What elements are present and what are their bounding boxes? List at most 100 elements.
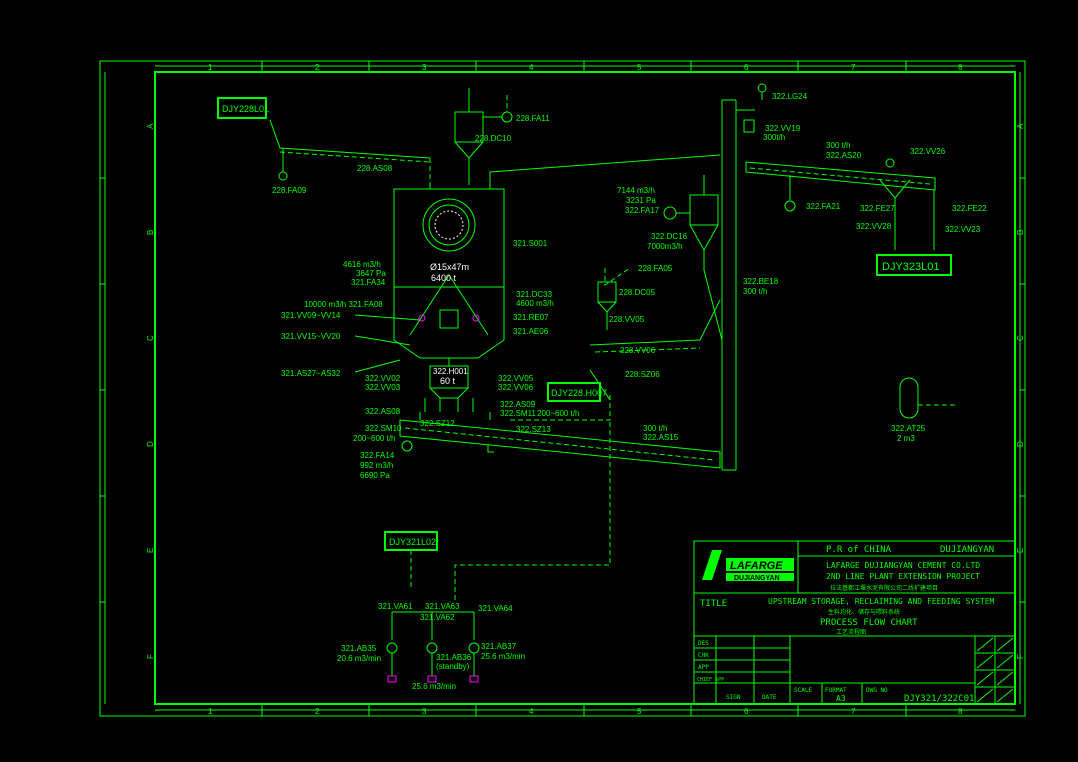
label-dc33a: 321.DC33: [516, 290, 553, 299]
col-label: 7: [851, 707, 856, 716]
tb-format-val: A3: [836, 694, 846, 703]
label-va62: 321.VA62: [420, 613, 455, 622]
tb-country: P.R of CHINA: [826, 545, 892, 555]
label-fa14a: 322.FA14: [360, 451, 395, 460]
tb-dwg: DWG NO: [866, 687, 888, 694]
label-dc16b: 7000m3/h: [647, 242, 683, 251]
label-silo-dim: Ø15x47m: [430, 262, 469, 272]
col-label: 6: [744, 707, 749, 716]
label-va61: 321.VA61: [378, 602, 413, 611]
label-vv19a: 322.VV19: [765, 124, 801, 133]
tag-djy321l02[interactable]: DJY321L02: [384, 531, 438, 551]
label-vv19b: 300t/h: [763, 133, 785, 142]
col-label: 8: [958, 707, 963, 716]
tb-title1: UPSTREAM STORAGE, RECLAIMING AND FEEDING…: [768, 597, 995, 606]
bin-322-h001: [424, 358, 474, 412]
label-fa14c: 6690 Pa: [360, 471, 390, 480]
label-be18a: 322.BE18: [743, 277, 779, 286]
air-tank-322-at25: [899, 377, 955, 419]
tag-djy228l01[interactable]: DJY228L01: [217, 97, 269, 119]
tb-title2: PROCESS FLOW CHART: [820, 618, 918, 628]
col-label: 1: [208, 707, 213, 716]
fan-322-fa14: [401, 440, 413, 452]
grid-rows: A B C D E F A B C D E F: [100, 123, 1025, 659]
label-va64: 321.VA64: [478, 604, 513, 613]
label-fa34b: 3647 Pa: [356, 269, 386, 278]
tb-title1-cn: 生料均化、储存与喂料系统: [828, 608, 900, 616]
signal-line: [410, 420, 611, 600]
label-fa14b: 992 m3/h: [360, 461, 393, 470]
tb-date: DATE: [762, 694, 777, 701]
label-ab35b: 20.6 m3/min: [337, 654, 381, 663]
row-label: F: [146, 654, 155, 659]
label-vv28: 322.VV28: [856, 222, 892, 231]
label-as20a: 300 t/h: [826, 141, 850, 150]
tb-project-cn: 拉法基都江堰水泥有限公司二线扩建项目: [830, 584, 938, 592]
tb-scale: SCALE: [794, 687, 812, 694]
tb-row-chief: CHIEF APP: [697, 677, 724, 683]
tb-sign: SIGN: [726, 694, 741, 701]
col-label: 8: [958, 63, 963, 72]
col-label: 7: [851, 63, 856, 72]
label-lg24: 322.LG24: [772, 92, 808, 101]
outer-frame: [99, 60, 1026, 717]
row-label: A: [1016, 123, 1025, 129]
label-228-fa11: 228.FA11: [516, 114, 550, 123]
col-label: 2: [315, 707, 320, 716]
svg-text:LAFARGE: LAFARGE: [730, 560, 783, 572]
tb-project: 2ND LINE PLANT EXTENSION PROJECT: [826, 572, 980, 581]
label-sm10: 322.SM10: [365, 424, 402, 433]
label-fa08: 10000 m3/h 321.FA08: [304, 300, 383, 309]
dust-collector-228-dc10: [454, 88, 513, 185]
svg-text:DJY323L01: DJY323L01: [882, 261, 940, 273]
label-sm11-rate: 200~600 t/h: [537, 409, 579, 418]
tb-format: FORMAT: [825, 687, 847, 694]
tag-djy323l01[interactable]: DJY323L01: [876, 254, 952, 276]
label-as15b: 322.AS15: [643, 433, 679, 442]
label-fa17c: 322.FA17: [625, 206, 660, 215]
tb-title2-cn: 工艺流程图: [836, 628, 866, 636]
label-as27: 321.AS27~AS32: [281, 369, 341, 378]
label-ab37a: 321.AB37: [481, 642, 517, 651]
label-fe27: 322.FE27: [860, 204, 895, 213]
tb-dwg-no: DJY321/322C01: [904, 694, 974, 704]
label-as20b: 322.AS20: [826, 151, 862, 160]
label-ae06: 321.AE06: [513, 327, 549, 336]
svg-text:DJY321L02: DJY321L02: [389, 537, 436, 547]
label-as09: 322.AS09: [500, 400, 536, 409]
tb-row-app: APP: [698, 664, 709, 671]
label-sz13: 322.SZ13: [516, 425, 551, 434]
label-vv02: 322.VV02: [365, 374, 401, 383]
col-label: 4: [529, 707, 534, 716]
row-label: E: [1016, 548, 1025, 553]
col-label: 5: [637, 63, 642, 72]
title-block: [693, 540, 1016, 705]
label-vv23: 322.VV23: [945, 225, 981, 234]
label-va63: 321.VA63: [425, 602, 460, 611]
label-vv06b: 228.VV06: [620, 346, 656, 355]
svg-text:DJY228L01: DJY228L01: [222, 104, 269, 114]
row-label: D: [146, 441, 155, 447]
label-at25b: 2 m3: [897, 434, 915, 443]
dust-collector-322-dc16: [663, 175, 723, 341]
label-fa34a: 4616 m3/h: [343, 260, 381, 269]
label-321-s001: 321.S001: [513, 239, 548, 248]
label-vv09: 321.VV09~VV14: [281, 311, 341, 320]
label-fa34c: 321.FA34: [351, 278, 386, 287]
label-h001-cap: 60 t: [440, 376, 456, 386]
label-as08b: 322.AS08: [365, 407, 401, 416]
label-228-dc10: 228.DC10: [475, 134, 512, 143]
label-vv06: 322.VV06: [498, 383, 534, 392]
label-228-as08: 228.AS08: [357, 164, 393, 173]
label-ab37b: 25.6 m3/min: [481, 652, 525, 661]
row-label: A: [146, 123, 155, 129]
tag-djy228h007[interactable]: DJY228.H007: [547, 382, 607, 402]
tb-city: DUJIANGYAN: [940, 545, 994, 555]
label-as15a: 300 t/h: [643, 424, 667, 433]
label-ab35a: 321.AB35: [341, 644, 377, 653]
label-fe22: 322.FE22: [952, 204, 987, 213]
label-sz06: 228.SZ06: [625, 370, 660, 379]
label-228-fa09: 228.FA09: [272, 186, 307, 195]
label-h001: 322.H001: [433, 367, 468, 376]
